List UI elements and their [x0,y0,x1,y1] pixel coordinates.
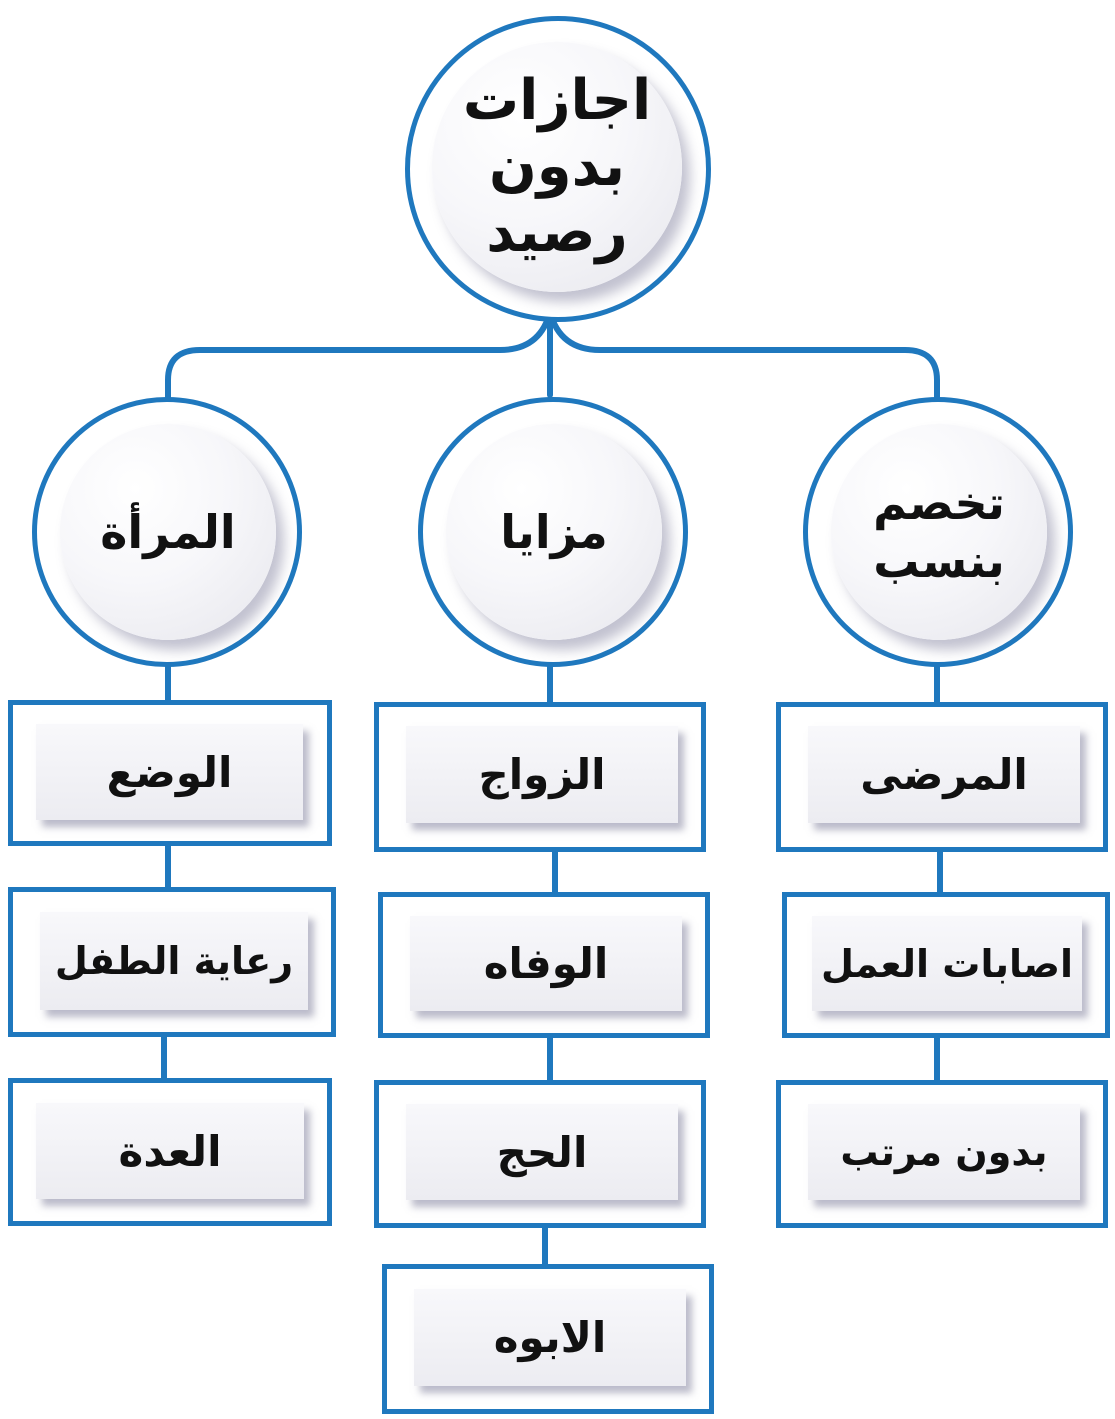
leaf-box-face: اصابات العمل [812,916,1082,1011]
root-label-line: اجازات [462,68,652,133]
leaf-box-face: الوفاه [410,916,682,1011]
root-node-face: اجازات بدون رصيد [432,42,682,292]
leaf-label: اصابات العمل [820,941,1074,986]
category-node-benefits-face: مزايا [446,424,662,640]
leaf-label: الابوه [493,1313,607,1362]
leaf-label: الزواج [478,750,606,799]
category-label-line: تخصم [873,476,1005,530]
leaf-box-face: الوضع [36,724,303,820]
category-label-line: المرأة [100,505,236,559]
category-node-women-face: المرأة [60,424,276,640]
leaf-box-face: الحج [406,1104,678,1200]
leaf-label: رعاية الطفل [54,939,294,983]
leaf-label: الحج [496,1127,588,1177]
leaf-box-face: الزواج [406,726,678,823]
leaf-box-face: الابوه [414,1289,686,1386]
leaf-box-face: بدون مرتب [808,1104,1080,1200]
leaf-label: الوضع [106,747,233,797]
category-label-line: مزايا [500,505,608,559]
root-label-line: رصيد [486,200,628,265]
leaf-box-face: رعاية الطفل [40,912,308,1010]
leaf-box-face: العدة [36,1103,304,1199]
root-label: اجازات بدون رصيد [463,68,651,266]
leaf-label: العدة [118,1126,222,1176]
category-label-line: بنسب [873,534,1005,588]
leaf-box-face: المرضى [808,726,1080,823]
leaf-label: الوفاه [483,939,609,988]
category-label-women: المرأة [100,503,235,561]
category-node-deducted-face: تخصم بنسب [831,424,1047,640]
leaf-label: بدون مرتب [840,1130,1048,1174]
category-label-benefits: مزايا [500,503,607,561]
root-label-line: بدون [489,134,625,199]
category-label-deducted: تخصم بنسب [873,474,1005,590]
leaf-label: المرضى [860,750,1028,799]
